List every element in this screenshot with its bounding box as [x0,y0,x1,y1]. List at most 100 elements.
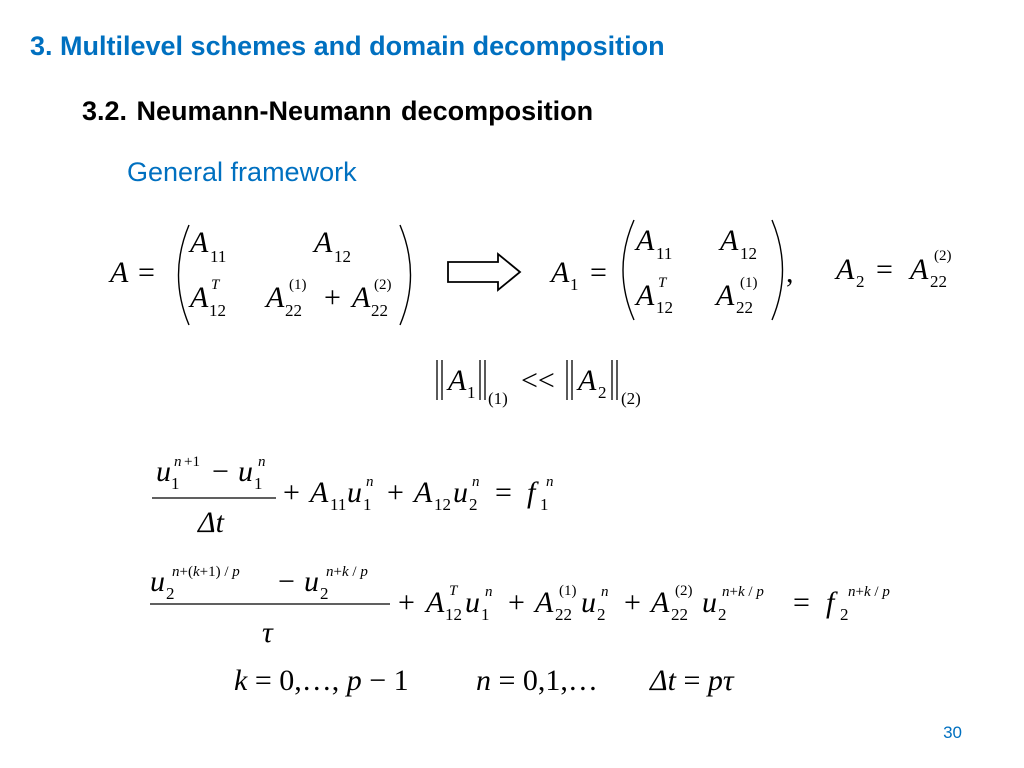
svg-text:+: + [398,586,415,619]
svg-text:A: A [549,256,570,289]
svg-text:2: 2 [597,605,606,624]
svg-text:1: 1 [570,275,579,294]
svg-text:+: + [387,476,404,509]
svg-text:(1): (1) [289,277,307,293]
svg-text:A: A [634,279,655,312]
svg-text:T: T [211,277,221,293]
svg-text:2: 2 [469,495,478,514]
svg-text:A: A [308,476,329,509]
svg-text:=: = [590,256,607,289]
svg-text:,: , [786,256,794,289]
svg-text:n+k / p: n+k / p [326,564,368,580]
svg-text:−: − [278,565,295,598]
svg-text:=: = [876,253,893,286]
svg-text:2: 2 [598,383,607,402]
section-title: 3. Multilevel schemes and domain decompo… [30,31,665,61]
svg-text:1: 1 [540,495,549,514]
svg-text:A: A [834,253,855,286]
svg-text:+: + [283,476,300,509]
svg-text:n: n [546,474,554,490]
svg-text:+: + [324,281,341,314]
svg-text:+: + [624,586,641,619]
svg-text:(1): (1) [559,583,577,599]
svg-text:A: A [533,586,554,619]
svg-text:A: A [649,586,670,619]
svg-text:11: 11 [330,495,346,514]
svg-text:12: 12 [434,495,451,514]
svg-text:2: 2 [718,605,727,624]
svg-text:+1: +1 [184,454,200,470]
svg-text:2: 2 [320,584,329,603]
svg-text:u: u [581,586,596,619]
svg-text:12: 12 [445,605,462,624]
svg-text:n: n [174,454,182,470]
svg-text:u: u [150,565,165,598]
svg-text:u: u [465,586,480,619]
svg-text:2: 2 [166,584,175,603]
svg-text:A: A [446,364,467,397]
svg-text:u: u [304,565,319,598]
svg-text:=: = [793,586,810,619]
svg-text:T: T [449,583,459,599]
svg-text:1: 1 [254,474,263,493]
svg-text:A: A [108,256,129,289]
svg-text:(1): (1) [740,275,758,291]
svg-text:u: u [702,586,717,619]
svg-text:A: A [576,364,597,397]
subsection-title: 3.2. Neumann-Neumann decomposition [82,96,594,126]
implies-arrow-icon [447,252,522,292]
svg-text:n: n [258,454,266,470]
svg-text:12: 12 [209,301,226,320]
svg-text:1: 1 [481,605,490,624]
svg-text:n: n [366,474,374,490]
svg-text:A: A [188,226,209,259]
svg-text:u: u [347,476,362,509]
svg-text:T: T [658,275,668,291]
svg-text:u: u [238,455,253,488]
svg-text:τ: τ [262,616,274,649]
svg-text:(2): (2) [621,389,641,408]
svg-text:<<: << [521,364,555,397]
svg-text:(1): (1) [488,389,508,408]
svg-text:n+(k+1) / p: n+(k+1) / p [172,564,240,580]
page-number: 30 [943,723,962,742]
svg-text:2: 2 [856,272,865,291]
svg-text:Δt = pτ: Δt = pτ [649,664,735,697]
svg-text:A: A [718,224,739,257]
svg-text:=: = [138,256,155,289]
svg-text:k = 0,…, p − 1: k = 0,…, p − 1 [234,664,409,697]
svg-text:(2): (2) [374,277,392,293]
svg-text:1: 1 [171,474,180,493]
svg-text:2: 2 [840,605,849,624]
svg-text:u: u [156,455,171,488]
svg-text:12: 12 [656,298,673,317]
svg-text:(2): (2) [675,583,693,599]
svg-text:A: A [424,586,445,619]
svg-text:22: 22 [736,298,753,317]
svg-text:n = 0,1,…: n = 0,1,… [476,664,598,697]
svg-text:12: 12 [334,247,351,266]
svg-text:n+k / p: n+k / p [722,584,764,600]
svg-text:11: 11 [656,244,672,263]
svg-text:11: 11 [210,247,226,266]
svg-text:f: f [527,476,539,509]
svg-text:12: 12 [740,244,757,263]
svg-text:n+k / p: n+k / p [848,584,890,600]
svg-text:A: A [350,281,371,314]
svg-text:A: A [714,279,735,312]
svg-text:A: A [312,226,333,259]
svg-text:f: f [826,586,838,619]
topic-heading: General framework [127,157,357,187]
svg-text:22: 22 [285,301,302,320]
svg-text:n: n [472,474,480,490]
svg-text:=: = [495,476,512,509]
svg-text:n: n [601,584,609,600]
svg-text:−: − [212,455,229,488]
svg-text:A: A [264,281,285,314]
svg-text:+: + [508,586,525,619]
